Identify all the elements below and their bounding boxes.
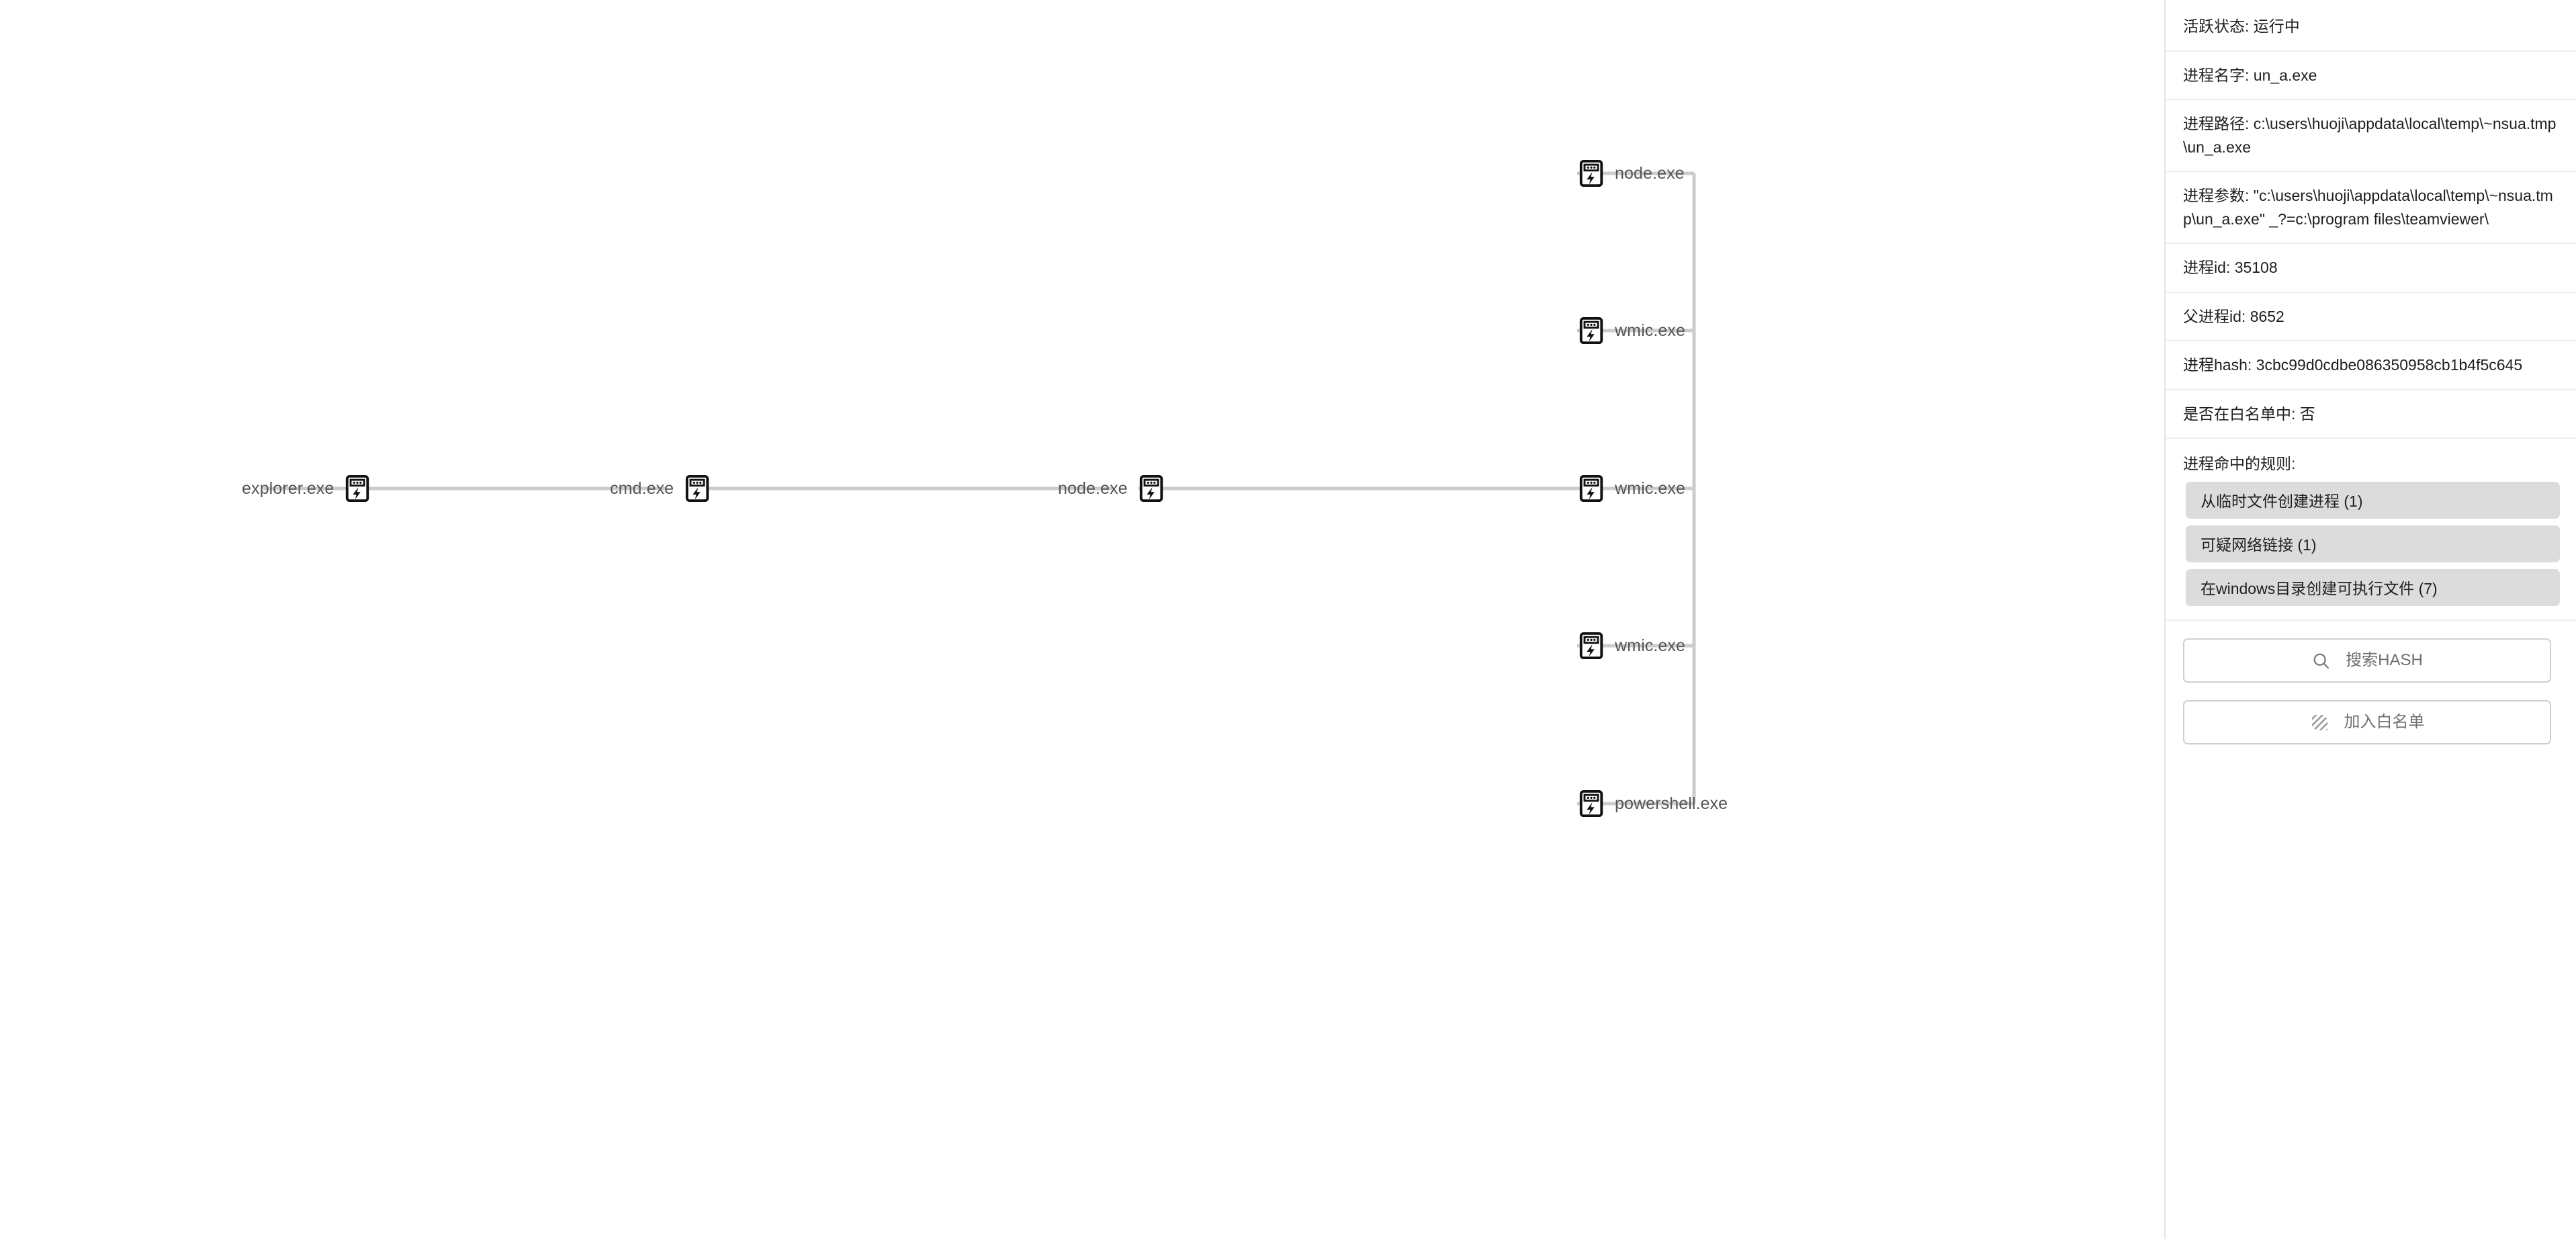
terminal-lightning-icon bbox=[1579, 316, 1603, 345]
process-detail-panel: 活跃状态: 运行中 进程名字: un_a.exe 进程路径: c:\users\… bbox=[2164, 0, 2576, 1239]
terminal-lightning-icon bbox=[1579, 789, 1603, 818]
field-value: 3cbc99d0cdbe086350958cb1b4f5c645 bbox=[2256, 356, 2523, 374]
terminal-lightning-icon bbox=[1579, 474, 1603, 503]
field-key: 进程名字: bbox=[2183, 66, 2250, 84]
add-whitelist-label: 加入白名单 bbox=[2344, 713, 2425, 731]
process-node-node-root[interactable]: node.exe bbox=[1058, 474, 1165, 503]
field-key: 进程id: bbox=[2183, 259, 2231, 276]
process-node-label: cmd.exe bbox=[610, 478, 674, 498]
process-node-explorer[interactable]: explorer.exe bbox=[242, 474, 371, 503]
field-value: c:\users\huoji\appdata\local\temp\~nsua.… bbox=[2183, 115, 2557, 156]
process-node-label: wmic.exe bbox=[1615, 321, 1685, 340]
process-node-label: node.exe bbox=[1615, 163, 1685, 183]
hatch-square-icon bbox=[2311, 714, 2327, 730]
rule-tag[interactable]: 在windows目录创建可执行文件 (7) bbox=[2186, 569, 2560, 606]
process-node-label: node.exe bbox=[1058, 478, 1128, 498]
process-node-wmic-1[interactable]: wmic.exe bbox=[1577, 316, 1685, 345]
field-value: 35108 bbox=[2234, 259, 2278, 276]
terminal-lightning-icon bbox=[1579, 159, 1603, 187]
search-hash-button[interactable]: 搜索HASH bbox=[2183, 638, 2551, 683]
rule-tag[interactable]: 从临时文件创建进程 (1) bbox=[2186, 482, 2560, 519]
panel-action-area: 搜索HASH 加入白名单 bbox=[2166, 621, 2576, 744]
terminal-lightning-icon bbox=[686, 474, 709, 503]
field-value: 8652 bbox=[2250, 307, 2284, 325]
field-key: 进程路径: bbox=[2183, 115, 2250, 132]
field-key: 父进程id: bbox=[2183, 307, 2246, 325]
process-node-wmic-2[interactable]: wmic.exe bbox=[1577, 474, 1685, 503]
process-node-label: wmic.exe bbox=[1615, 636, 1685, 655]
detail-row-process-name: 进程名字: un_a.exe bbox=[2166, 52, 2576, 100]
process-node-node-child[interactable]: node.exe bbox=[1577, 159, 1685, 187]
detail-row-parent-process-id: 父进程id: 8652 bbox=[2166, 293, 2576, 341]
field-key: 进程hash: bbox=[2183, 356, 2252, 374]
field-key: 活跃状态: bbox=[2183, 17, 2250, 35]
add-whitelist-button[interactable]: 加入白名单 bbox=[2183, 700, 2551, 744]
process-node-label: powershell.exe bbox=[1615, 794, 1728, 813]
terminal-lightning-icon bbox=[1579, 632, 1603, 660]
field-value: un_a.exe bbox=[2253, 66, 2317, 84]
search-icon bbox=[2313, 653, 2329, 669]
process-node-wmic-3[interactable]: wmic.exe bbox=[1577, 632, 1685, 660]
search-hash-label: 搜索HASH bbox=[2346, 651, 2423, 669]
terminal-lightning-icon bbox=[346, 474, 369, 503]
field-key: 进程参数: bbox=[2183, 187, 2250, 204]
process-tree-canvas: explorer.exe cmd.exe node.exe bbox=[242, 159, 1728, 818]
field-value: 否 bbox=[2299, 404, 2315, 423]
matched-rules-title: 进程命中的规则: bbox=[2183, 455, 2296, 472]
process-node-cmd[interactable]: cmd.exe bbox=[610, 474, 711, 503]
rule-tag[interactable]: 可疑网络链接 (1) bbox=[2186, 525, 2560, 562]
detail-row-active-status: 活跃状态: 运行中 bbox=[2166, 0, 2576, 52]
process-node-label: explorer.exe bbox=[242, 478, 335, 498]
process-node-powershell[interactable]: powershell.exe bbox=[1577, 789, 1728, 818]
process-node-label: wmic.exe bbox=[1615, 478, 1685, 498]
detail-row-matched-rules: 进程命中的规则: 从临时文件创建进程 (1) 可疑网络链接 (1) 在windo… bbox=[2166, 439, 2576, 621]
detail-row-process-id: 进程id: 35108 bbox=[2166, 244, 2576, 293]
detail-row-whitelist-status: 是否在白名单中: 否 bbox=[2166, 390, 2576, 439]
detail-row-process-args: 进程参数: "c:\users\huoji\appdata\local\temp… bbox=[2166, 172, 2576, 244]
terminal-lightning-icon bbox=[1139, 474, 1163, 503]
detail-row-process-path: 进程路径: c:\users\huoji\appdata\local\temp\… bbox=[2166, 100, 2576, 172]
process-tree-edges bbox=[263, 171, 1696, 806]
field-value: 运行中 bbox=[2253, 17, 2300, 35]
field-key: 是否在白名单中: bbox=[2183, 404, 2296, 423]
field-value: "c:\users\huoji\appdata\local\temp\~nsua… bbox=[2183, 187, 2553, 228]
detail-row-process-hash: 进程hash: 3cbc99d0cdbe086350958cb1b4f5c645 bbox=[2166, 341, 2576, 390]
